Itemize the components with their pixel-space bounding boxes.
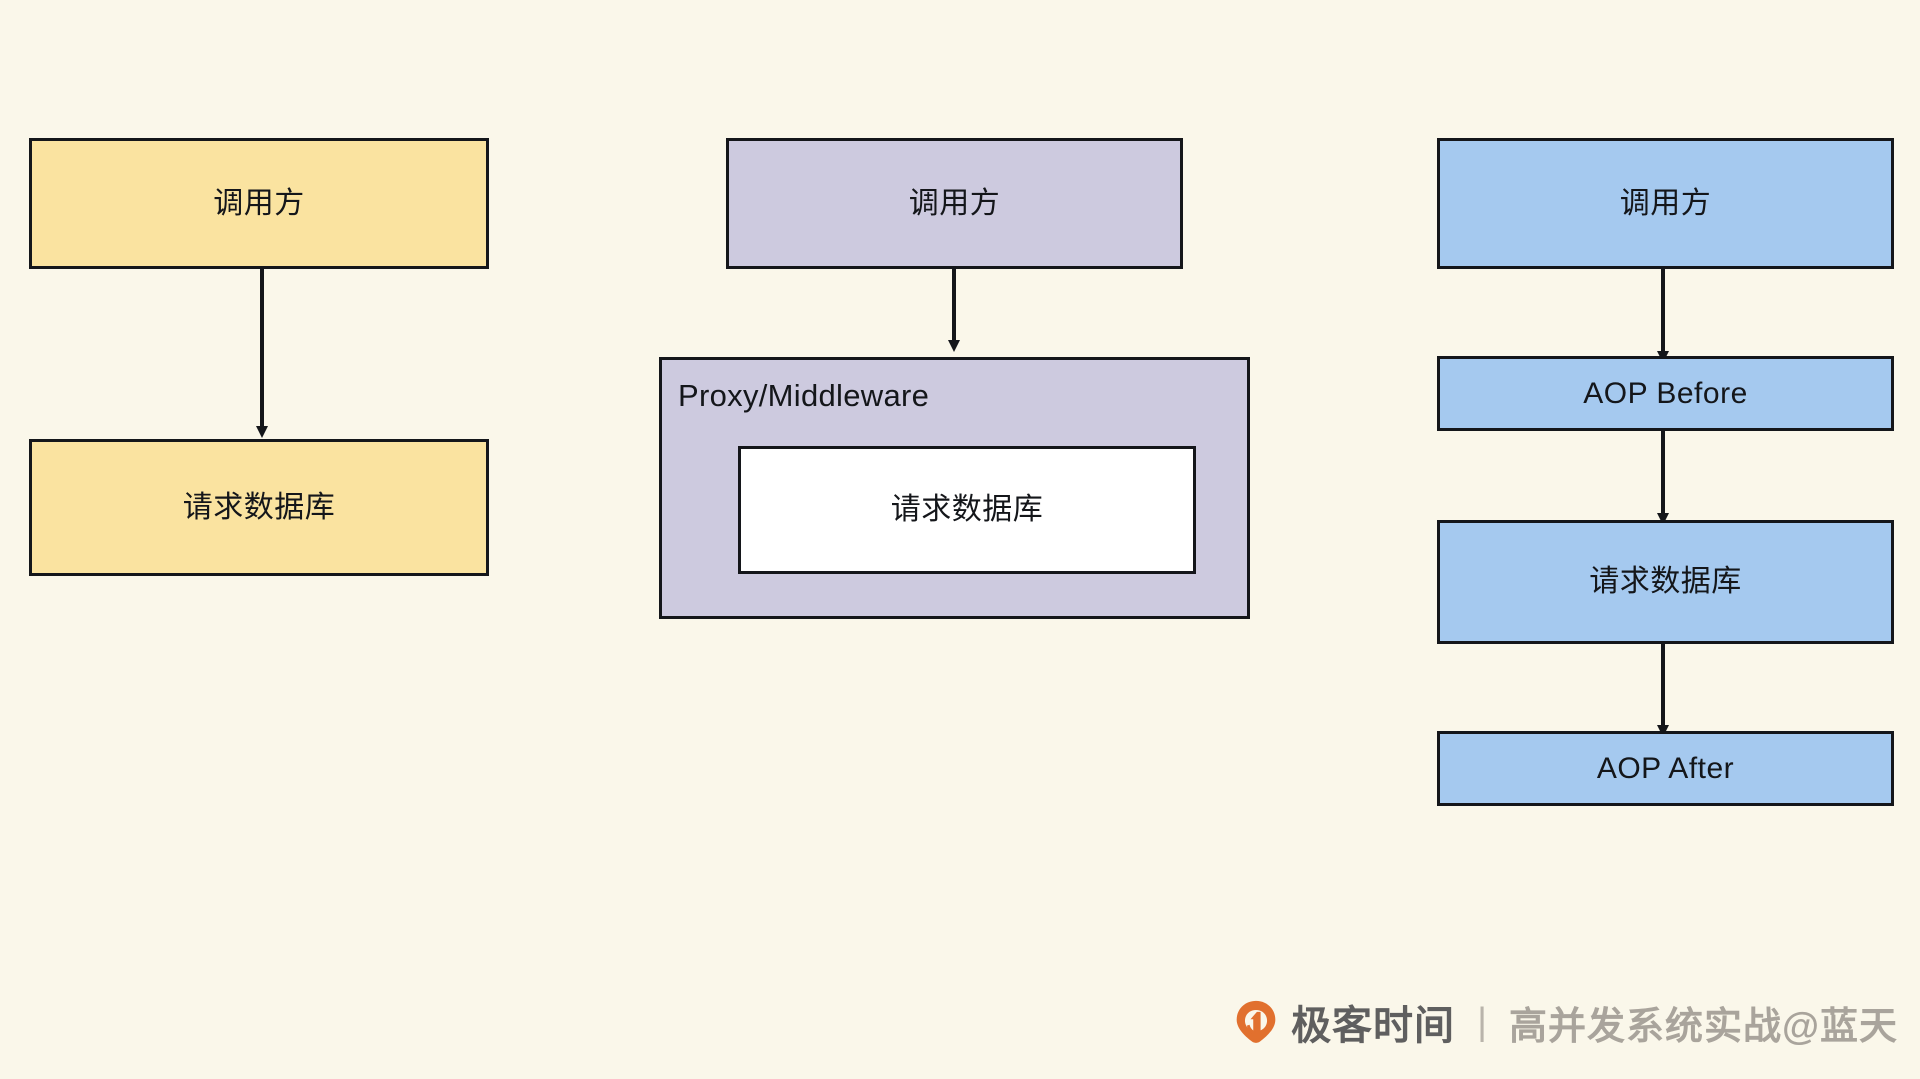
node-db-request-col2[interactable]: 请求数据库	[738, 446, 1196, 574]
watermark-subtitle: 高并发系统实战@蓝天	[1508, 1005, 1898, 1048]
watermark-separator: |	[1477, 1000, 1487, 1043]
group-title-proxy-middleware: Proxy/Middleware	[678, 378, 930, 413]
node-label: 请求数据库	[890, 493, 1044, 526]
node-label: 调用方	[908, 186, 1001, 220]
node-label: 调用方	[1619, 186, 1712, 220]
node-caller-col3[interactable]: 调用方	[1437, 138, 1894, 269]
node-label: AOP Before	[1583, 376, 1748, 410]
node-aop-before[interactable]: AOP Before	[1437, 356, 1894, 431]
node-caller-col1[interactable]: 调用方	[29, 138, 489, 269]
node-label: 请求数据库	[1589, 565, 1742, 598]
node-caller-col2[interactable]: 调用方	[726, 138, 1183, 269]
node-label: 请求数据库	[182, 490, 336, 524]
geekbang-logo-icon	[1236, 1000, 1276, 1043]
watermark-brand: 极客时间	[1291, 1004, 1456, 1048]
watermark: 极客时间 | 高并发系统实战@蓝天	[1233, 993, 1898, 1051]
node-db-request-col1[interactable]: 请求数据库	[29, 439, 489, 576]
node-label: AOP After	[1596, 751, 1735, 785]
node-db-request-col3[interactable]: 请求数据库	[1437, 520, 1894, 644]
node-aop-after[interactable]: AOP After	[1437, 731, 1894, 806]
node-label: 调用方	[213, 186, 305, 220]
